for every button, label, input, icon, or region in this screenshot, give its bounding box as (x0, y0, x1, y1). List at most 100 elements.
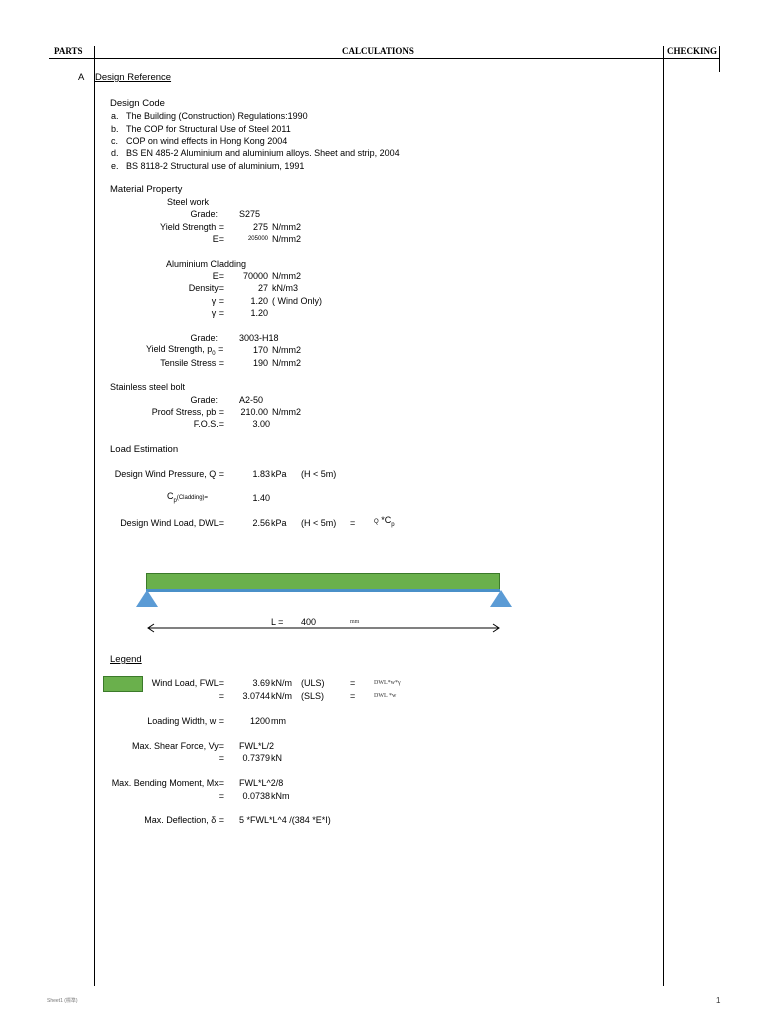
dwl-equals: = (350, 518, 356, 528)
wind-pressure-unit: kPa (271, 469, 287, 479)
calculations-header: CALCULATIONS (342, 46, 414, 56)
al-yield-label: Yield Strength, p0 = (146, 344, 224, 357)
steel-e: 205000 (247, 236, 268, 242)
steel-yield-label: Yield Strength = (160, 222, 224, 232)
section-letter: A (78, 72, 85, 83)
code-item-c-label: c. (111, 136, 119, 146)
wind-pressure-label: Design Wind Pressure, Q = (114, 469, 224, 479)
steel-title: Steel work (167, 197, 210, 207)
section-title: Design Reference (95, 72, 172, 83)
code-item-a-label: a. (111, 111, 119, 121)
code-item-e-label: e. (111, 161, 119, 171)
right-edge-divider (719, 46, 720, 72)
dwl-label: Design Wind Load, DWL= (120, 518, 224, 528)
code-item-c: COP on wind effects in Hong Kong 2004 (126, 136, 288, 146)
shear-value: 0.7379 (242, 753, 270, 763)
aluminium-title: Aluminium Cladding (166, 259, 247, 269)
moment-label: Max. Bending Moment, Mx= (111, 778, 224, 788)
bolt-proof: 210.00 (240, 407, 268, 417)
page-number: 1 (716, 996, 721, 1005)
al-grade: 3003-H18 (239, 333, 279, 343)
fwl-sls-formula: DWL *w (374, 693, 397, 699)
legend-swatch (103, 676, 143, 692)
cp-label: Cp(Cladding)= (167, 491, 209, 504)
dwl-note: (H < 5m) (301, 518, 337, 528)
shear-label: Max. Shear Force, Vy= (132, 741, 224, 751)
fwl-uls: 3.69 (252, 678, 270, 688)
moment-equals: = (218, 791, 224, 801)
steel-e-label: E= (212, 234, 224, 244)
bolt-fos-label: F.O.S.= (193, 419, 224, 429)
bolt-title: Stainless steel bolt (110, 382, 186, 392)
al-e-label: E= (212, 271, 224, 281)
shear-formula: FWL*L/2 (239, 741, 275, 751)
parts-column-divider (94, 46, 95, 986)
beam-base-line (146, 589, 500, 592)
bolt-proof-label: Proof Stress, pb = (151, 407, 224, 417)
al-tensile-label: Tensile Stress = (160, 358, 224, 368)
code-item-d: BS EN 485-2 Aluminium and aluminium allo… (126, 148, 400, 158)
deflection-formula: 5 *FWL*L^4 /(384 *E*I) (239, 815, 331, 825)
steel-yield: 275 (252, 222, 268, 232)
span-length-unit: mm (350, 619, 360, 625)
gamma-f-label: γ = (211, 296, 224, 306)
code-item-b-label: b. (111, 124, 119, 134)
gamma-f: 1.20 (250, 296, 268, 306)
cp-value: 1.40 (252, 493, 270, 503)
dwl-unit: kPa (271, 518, 287, 528)
code-item-e: BS 8118-2 Structural use of aluminium, 1… (126, 161, 305, 171)
fwl-sls-equals: = (350, 691, 356, 701)
code-item-d-label: d. (111, 148, 119, 158)
al-yield-unit: N/mm2 (272, 345, 301, 355)
steel-e-unit: N/mm2 (272, 234, 301, 244)
deflection-label: Max. Deflection, δ = (144, 815, 224, 825)
moment-value: 0.0738 (242, 791, 270, 801)
bolt-grade: A2-50 (239, 395, 264, 405)
fwl-uls-formula: DWL*w*γ (374, 680, 401, 686)
legend-title: Legend (110, 654, 142, 665)
bolt-fos: 3.00 (252, 419, 270, 429)
dwl-formula: Q *Cp (374, 515, 395, 528)
span-length-label: L = (271, 617, 284, 627)
al-grade-label: Grade: (190, 333, 218, 343)
steel-grade: S275 (239, 209, 261, 219)
loading-width-unit: mm (271, 716, 286, 726)
fwl-uls-unit: kN/m (271, 678, 292, 688)
dwl-value: 2.56 (252, 518, 270, 528)
al-tensile: 190 (252, 358, 268, 368)
moment-formula: FWL*L^2/8 (239, 778, 284, 788)
sheet-label: Sheet1 (標準) (47, 998, 78, 1004)
loading-width: 1200 (249, 716, 270, 726)
code-item-b: The COP for Structural Use of Steel 2011 (126, 124, 291, 134)
fwl-sls-unit: kN/m (271, 691, 292, 701)
shear-equals: = (218, 753, 224, 763)
al-tensile-unit: N/mm2 (272, 358, 301, 368)
gamma-f-note: ( Wind Only) (272, 296, 323, 306)
al-e-unit: N/mm2 (272, 271, 301, 281)
shear-unit: kN (271, 753, 282, 763)
header-underline (49, 58, 719, 59)
al-density: 27 (257, 283, 268, 293)
al-e: 70000 (242, 271, 268, 281)
wind-pressure: 1.83 (252, 469, 270, 479)
fwl-uls-equals: = (350, 678, 356, 688)
checking-header: CHECKING (667, 46, 718, 56)
bolt-proof-unit: N/mm2 (272, 407, 301, 417)
uls-label: (ULS) (301, 678, 325, 688)
bolt-grade-label: Grade: (190, 395, 218, 405)
material-title: Material Property (110, 184, 183, 195)
code-item-a: The Building (Construction) Regulations:… (126, 111, 308, 121)
al-yield: 170 (252, 345, 268, 355)
wind-pressure-note: (H < 5m) (301, 469, 337, 479)
steel-grade-label: Grade: (190, 209, 218, 219)
beam-load-bar (146, 573, 500, 590)
loading-width-label: Loading Width, w = (147, 716, 224, 726)
moment-unit: kNm (271, 791, 290, 801)
checking-column-divider (663, 46, 664, 986)
fwl-sls-equals-left: = (218, 691, 224, 701)
gamma-m-label: γ = (211, 308, 224, 318)
fwl-label: Wind Load, FWL= (151, 678, 224, 688)
design-code-title: Design Code (110, 98, 165, 109)
steel-yield-unit: N/mm2 (272, 222, 301, 232)
al-density-unit: kN/m3 (272, 283, 299, 293)
